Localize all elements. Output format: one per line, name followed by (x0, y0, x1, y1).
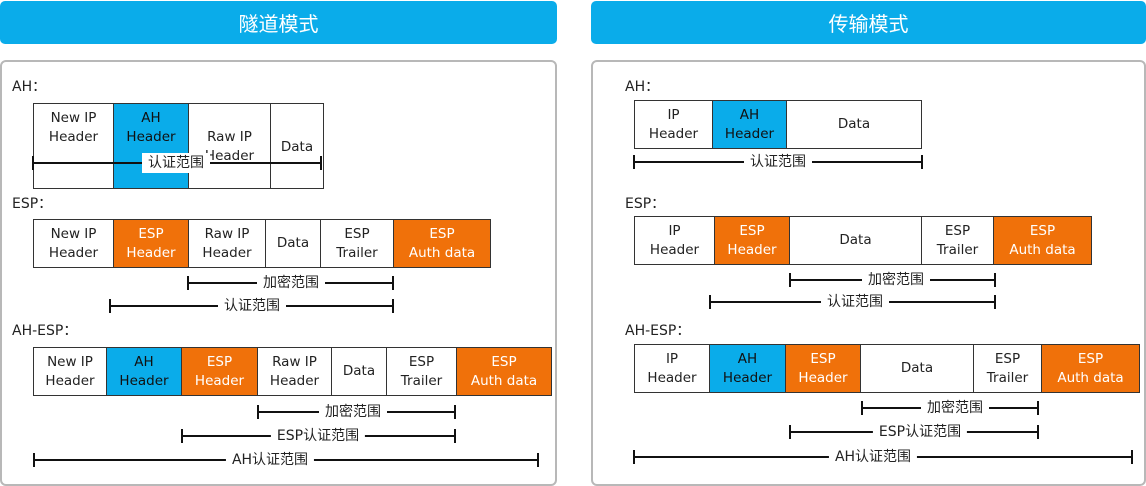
transport-ahesp-esp-auth-range-label: ESP认证范围 (872, 422, 968, 442)
tunnel-ah-auth-range-bar: 认证范围 (32, 153, 322, 173)
tunnel-ahesp-ah-auth-range-label: AH认证范围 (225, 450, 315, 470)
transport-ah-auth-range-bar: 认证范围 (633, 152, 923, 172)
tunnel-ahesp-field-raw-ip-header: Raw IP Header (257, 347, 332, 396)
transport-ahesp-label: AH-ESP： (625, 323, 691, 339)
transport-ahesp-ah-auth-range-label: AH认证范围 (828, 447, 918, 467)
transport-esp-field-esp-auth-data: ESP Auth data (993, 216, 1092, 265)
transport-esp-enc-range-bar: 加密范围 (789, 270, 996, 290)
tunnel-ahesp-ah-auth-range-bar: AH认证范围 (33, 450, 539, 470)
tunnel-esp-auth-range-bar: 认证范围 (109, 296, 394, 316)
tunnel-esp-field-raw-ip-header: Raw IP Header (188, 219, 266, 268)
tunnel-esp-enc-range-label: 加密范围 (257, 273, 325, 293)
transport-ah-field-data: Data (786, 100, 922, 149)
transport-ah-field-ah-header: AH Header (712, 100, 787, 149)
tunnel-esp-field-esp-trailer: ESP Trailer (320, 219, 394, 268)
transport-ahesp-field-ah-header: AH Header (709, 344, 786, 393)
transport-mode-title: 传输模式 (591, 1, 1146, 44)
tunnel-ahesp-field-esp-header: ESP Header (181, 347, 258, 396)
transport-ahesp-field-esp-header: ESP Header (785, 344, 861, 393)
transport-ahesp-field-data: Data (860, 344, 974, 393)
tunnel-ahesp-field-esp-trailer: ESP Trailer (386, 347, 457, 396)
transport-ahesp-field-esp-auth-data: ESP Auth data (1041, 344, 1140, 393)
tunnel-ah-field-ah-header: AH Header (113, 103, 189, 189)
transport-esp-field-ip-header: IP Header (634, 216, 715, 265)
tunnel-ah-field-new-ip-header: New IP Header (33, 103, 114, 189)
tunnel-esp-enc-range-bar: 加密范围 (187, 273, 394, 293)
transport-esp-field-esp-header: ESP Header (714, 216, 790, 265)
tunnel-ahesp-label: AH-ESP： (12, 323, 78, 339)
tunnel-esp-field-new-ip-header: New IP Header (33, 219, 114, 268)
tunnel-mode-title: 隧道模式 (0, 1, 557, 44)
tunnel-ah-field-data: Data (270, 103, 324, 189)
tunnel-esp-auth-range-label: 认证范围 (218, 296, 286, 316)
tunnel-esp-label: ESP： (12, 196, 53, 212)
tunnel-ahesp-enc-range-label: 加密范围 (319, 402, 387, 422)
tunnel-ah-label: AH： (12, 79, 47, 95)
tunnel-ah-auth-range-label: 认证范围 (142, 153, 210, 173)
tunnel-ahesp-field-ah-header: AH Header (106, 347, 182, 396)
transport-esp-field-data: Data (789, 216, 922, 265)
transport-ahesp-esp-auth-range-bar: ESP认证范围 (789, 422, 1039, 442)
transport-ah-auth-range-label: 认证范围 (744, 152, 812, 172)
transport-esp-auth-range-label: 认证范围 (821, 292, 889, 312)
tunnel-ahesp-field-esp-auth-data: ESP Auth data (456, 347, 552, 396)
transport-ahesp-ah-auth-range-bar: AH认证范围 (633, 447, 1133, 467)
transport-ahesp-enc-range-label: 加密范围 (921, 398, 989, 418)
transport-ah-label: AH： (625, 79, 660, 95)
tunnel-ahesp-enc-range-bar: 加密范围 (257, 402, 456, 422)
transport-ah-field-ip-header: IP Header (634, 100, 713, 149)
tunnel-esp-field-esp-auth-data: ESP Auth data (393, 219, 491, 268)
transport-ahesp-field-esp-trailer: ESP Trailer (973, 344, 1042, 393)
transport-esp-auth-range-bar: 认证范围 (709, 292, 996, 312)
transport-esp-field-esp-trailer: ESP Trailer (921, 216, 994, 265)
transport-ahesp-enc-range-bar: 加密范围 (861, 398, 1039, 418)
transport-esp-enc-range-label: 加密范围 (862, 270, 930, 290)
transport-esp-label: ESP： (625, 196, 666, 212)
tunnel-esp-field-esp-header: ESP Header (113, 219, 189, 268)
tunnel-ah-field-raw-ip-header: Raw IP Header (188, 103, 271, 189)
tunnel-ahesp-esp-auth-range-bar: ESP认证范围 (181, 426, 456, 446)
tunnel-ahesp-esp-auth-range-label: ESP认证范围 (270, 426, 366, 446)
tunnel-ahesp-field-new-ip-header: New IP Header (33, 347, 107, 396)
tunnel-esp-field-data: Data (265, 219, 321, 268)
tunnel-ahesp-field-data: Data (331, 347, 387, 396)
transport-ahesp-field-ip-header: IP Header (634, 344, 710, 393)
